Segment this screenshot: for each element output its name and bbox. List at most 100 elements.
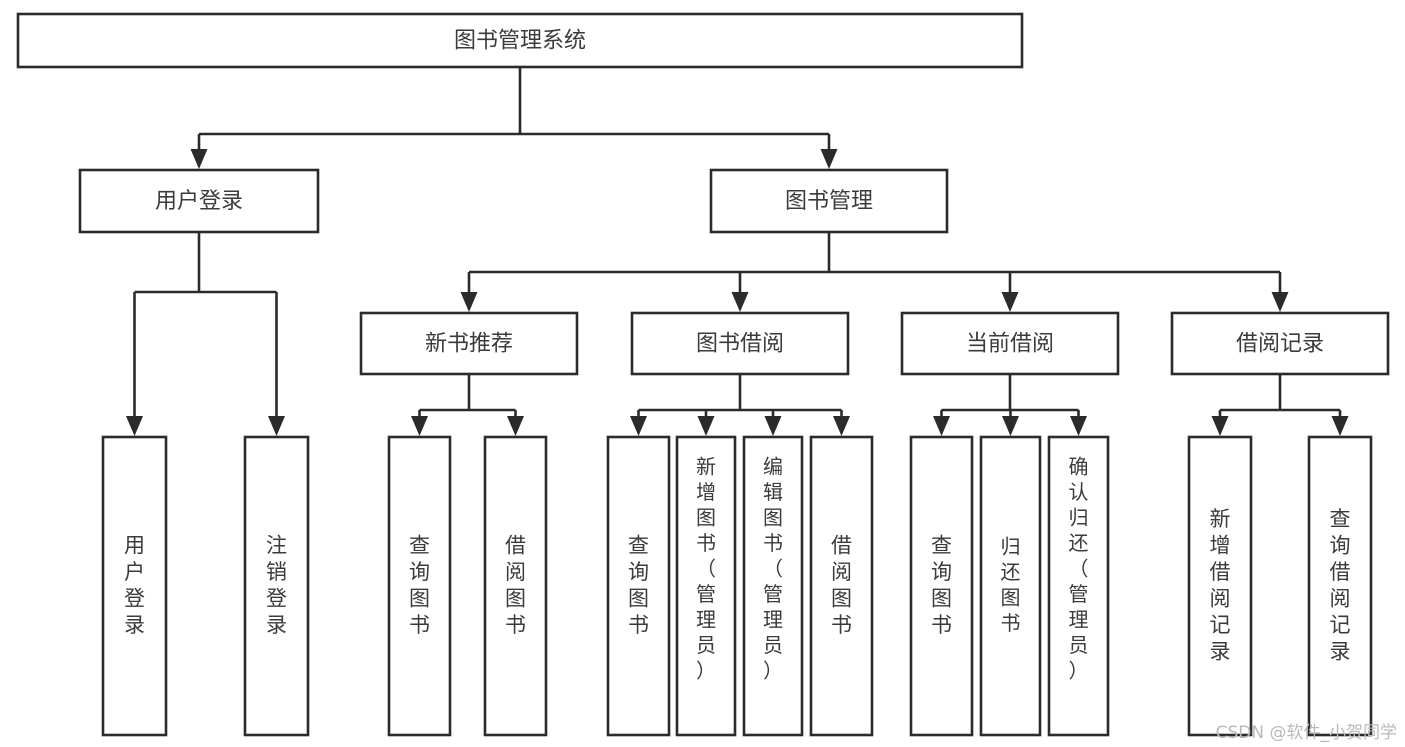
- node-label-char: 借: [1210, 560, 1231, 584]
- node-label-char: 书: [505, 613, 526, 637]
- node-label-char: 阅: [1210, 586, 1231, 610]
- node-box[interactable]: [675, 435, 737, 737]
- node-label: 新书推荐: [425, 332, 513, 357]
- node-label-char: 书: [696, 531, 716, 555]
- node-label-char: 图: [931, 586, 952, 610]
- node-label: 图书管理系统: [454, 29, 586, 54]
- node-box[interactable]: [483, 435, 548, 737]
- node-l3-current-borrow[interactable]: 当前借阅: [900, 311, 1120, 376]
- node-label-char: 注: [266, 533, 287, 557]
- node-box[interactable]: [709, 168, 949, 234]
- node-label-char: 认: [1069, 480, 1089, 504]
- node-label-char: 录: [124, 613, 145, 637]
- node-l3-borrow-record[interactable]: 借阅记录: [1170, 311, 1390, 376]
- node-label-char: 归: [1001, 534, 1021, 558]
- node-box[interactable]: [1047, 435, 1110, 737]
- node-label-char: 增: [696, 480, 716, 504]
- node-box[interactable]: [979, 435, 1042, 737]
- node-l3-book-borrow[interactable]: 图书借阅: [630, 311, 850, 376]
- node-l2-user-login[interactable]: 用户登录: [78, 168, 320, 234]
- node-label-char: 理: [696, 607, 716, 631]
- node-label-char: 管: [1069, 582, 1089, 606]
- node-label-char: 确: [1069, 454, 1089, 478]
- node-label-char: 还: [1001, 560, 1021, 584]
- node-label-char: 员: [696, 633, 716, 657]
- node-label-char: 图: [409, 586, 430, 610]
- node-label-char: 登: [124, 586, 145, 610]
- node-box[interactable]: [742, 435, 804, 737]
- node-leaf-user-login[interactable]: 用户登录: [101, 435, 168, 737]
- node-box[interactable]: [243, 435, 310, 737]
- node-label: 图书借阅: [696, 332, 784, 357]
- node-box[interactable]: [1170, 311, 1390, 376]
- node-box[interactable]: [1187, 435, 1253, 737]
- node-label-char: 询: [931, 560, 952, 584]
- connector-group: [933, 374, 1087, 436]
- node-box[interactable]: [16, 12, 1024, 69]
- node-label-char: 书: [628, 613, 649, 637]
- connector-group: [460, 232, 1289, 312]
- node-box[interactable]: [630, 311, 850, 376]
- node-label-char: 借: [831, 533, 852, 557]
- node-label-char: 查: [628, 533, 649, 557]
- node-box[interactable]: [78, 168, 320, 234]
- connectors-layer: [126, 67, 1349, 436]
- node-label-char: 记: [1330, 613, 1351, 637]
- node-label-char: 辑: [763, 480, 783, 504]
- node-label: 用户登录: [155, 189, 243, 214]
- node-label-char: 书: [763, 531, 783, 555]
- connector-group: [1211, 374, 1349, 436]
- node-label-char: 理: [763, 607, 783, 631]
- node-label-char: 新: [696, 454, 716, 478]
- node-label-char: 记: [1210, 613, 1231, 637]
- node-label-char: 书: [831, 613, 852, 637]
- node-root[interactable]: 图书管理系统: [16, 12, 1024, 69]
- node-box[interactable]: [359, 311, 579, 376]
- node-label-char: 用: [124, 533, 145, 557]
- node-label-char: 借: [505, 533, 526, 557]
- node-label-char: （: [696, 556, 716, 580]
- node-box[interactable]: [101, 435, 168, 737]
- node-label-char: 管: [696, 582, 716, 606]
- node-label-char: 书: [931, 613, 952, 637]
- node-label-char: 销: [266, 560, 287, 584]
- node-box[interactable]: [909, 435, 974, 737]
- node-box[interactable]: [900, 311, 1120, 376]
- node-label-char: ）: [696, 658, 716, 682]
- node-label-char: 图: [505, 586, 526, 610]
- connector-group: [126, 232, 285, 436]
- node-label-char: 阅: [1330, 586, 1351, 610]
- node-label-char: 阅: [831, 560, 852, 584]
- node-label-char: 书: [1001, 611, 1021, 635]
- node-l2-book-mgmt[interactable]: 图书管理: [709, 168, 949, 234]
- node-box[interactable]: [1307, 435, 1373, 737]
- node-label-char: （: [1069, 556, 1089, 580]
- node-label-char: 询: [628, 560, 649, 584]
- connector-group: [190, 67, 838, 169]
- node-label-char: 还: [1069, 531, 1089, 555]
- node-box[interactable]: [387, 435, 452, 737]
- node-l3-new-book-rec[interactable]: 新书推荐: [359, 311, 579, 376]
- node-label-char: 图: [1001, 585, 1021, 609]
- node-box[interactable]: [606, 435, 671, 737]
- node-label-char: 书: [409, 613, 430, 637]
- node-box[interactable]: [809, 435, 874, 737]
- node-label-char: 图: [628, 586, 649, 610]
- node-label-char: 新: [1210, 507, 1231, 531]
- node-label-char: 阅: [505, 560, 526, 584]
- node-label-char: 录: [1210, 639, 1231, 663]
